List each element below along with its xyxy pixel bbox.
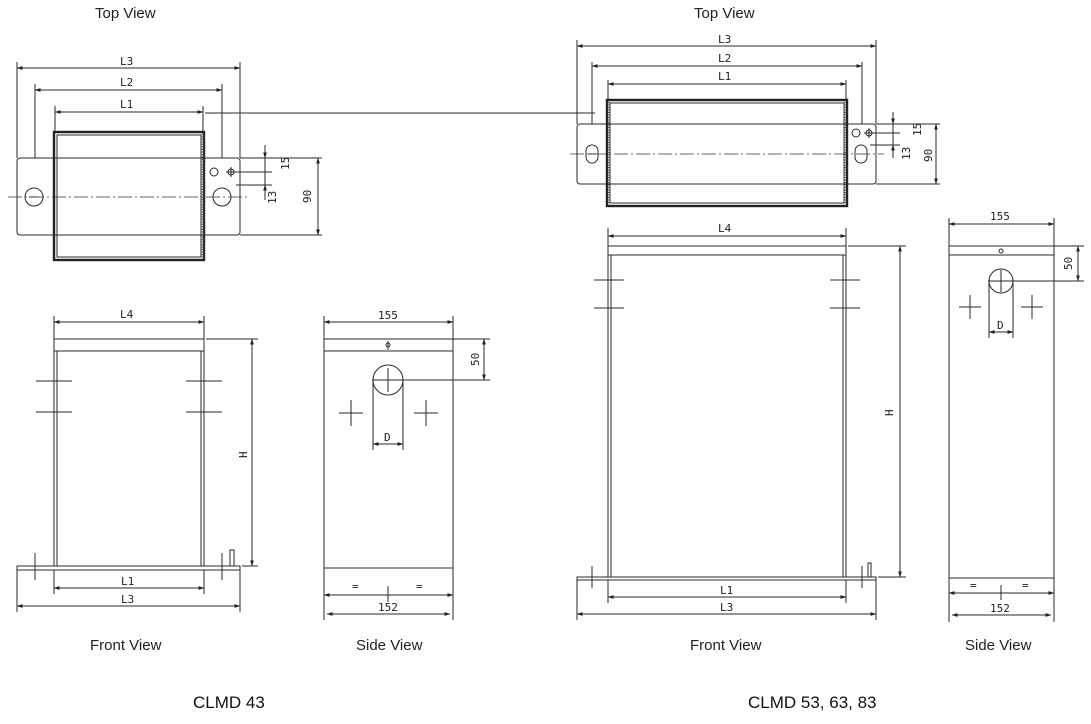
dim-l1-front-right: L1 [720, 584, 733, 597]
dim-l3-front-left: L3 [121, 593, 134, 606]
dim-eq-right-a: = [970, 579, 977, 592]
reactor-body [52, 130, 206, 262]
model-label-right: CLMD 53, 63, 83 [748, 693, 877, 712]
dim-13-right: 13 [900, 147, 913, 160]
dim-l2-top-left: L2 [120, 76, 133, 89]
base-plate [16, 565, 241, 571]
right-side-view: 155 D 50 = = 152 [948, 210, 1084, 622]
dim-l3-top-left: L3 [120, 55, 133, 68]
side-view-caption-left: Side View [356, 637, 423, 654]
dim-l4-front-right: L4 [718, 222, 732, 235]
top-view-caption-left: Top View [95, 5, 156, 22]
dim-50-left: 50 [469, 353, 482, 366]
dim-eq-right-b: = [1022, 579, 1029, 592]
right-front-view: L4 H L1 L3 [576, 222, 906, 620]
dim-50-right: 50 [1062, 257, 1075, 270]
left-front-view: L4 H L1 L3 [16, 308, 258, 612]
dim-15-right: 15 [911, 123, 924, 136]
dim-h-left: H [237, 451, 250, 458]
dim-l4-front-left: L4 [120, 308, 134, 321]
dim-13-left: 13 [266, 191, 279, 204]
left-side-view: 155 D 50 = = 152 [323, 309, 490, 620]
top-cover [53, 338, 205, 352]
left-top-view: L3 L2 L1 15 13 90 [8, 55, 595, 262]
dim-90-left: 90 [301, 190, 314, 203]
dim-90-right: 90 [922, 149, 935, 162]
ground-terminal [209, 167, 219, 177]
dim-152-right: 152 [990, 602, 1010, 615]
dim-eq-left-b: = [416, 580, 423, 593]
dim-l3-front-right: L3 [720, 601, 733, 614]
dim-152-left: 152 [378, 601, 398, 614]
dim-l2-top-right: L2 [718, 52, 731, 65]
dim-l3-top-right: L3 [718, 33, 731, 46]
dim-d-left: D [384, 431, 391, 444]
dim-l1-top-left: L1 [120, 98, 133, 111]
dim-l1-front-left: L1 [121, 575, 134, 588]
dim-15-left: 15 [279, 157, 292, 170]
side-view-caption-right: Side View [965, 637, 1032, 654]
top-view-caption-right: Top View [694, 5, 755, 22]
right-top-view: L3 L2 L1 15 13 90 [570, 33, 940, 208]
dim-l1-top-right: L1 [718, 70, 731, 83]
dim-d-right: D [997, 319, 1004, 332]
dim-155-right: 155 [990, 210, 1010, 223]
dim-eq-left-a: = [352, 580, 359, 593]
mounting-plate [16, 157, 241, 236]
front-view-caption-right: Front View [690, 637, 762, 654]
dim-h-right: H [883, 409, 896, 416]
model-label-left: CLMD 43 [193, 693, 265, 712]
front-view-caption-left: Front View [90, 637, 162, 654]
reactor-body-right [605, 98, 849, 208]
dim-155-left: 155 [378, 309, 398, 322]
